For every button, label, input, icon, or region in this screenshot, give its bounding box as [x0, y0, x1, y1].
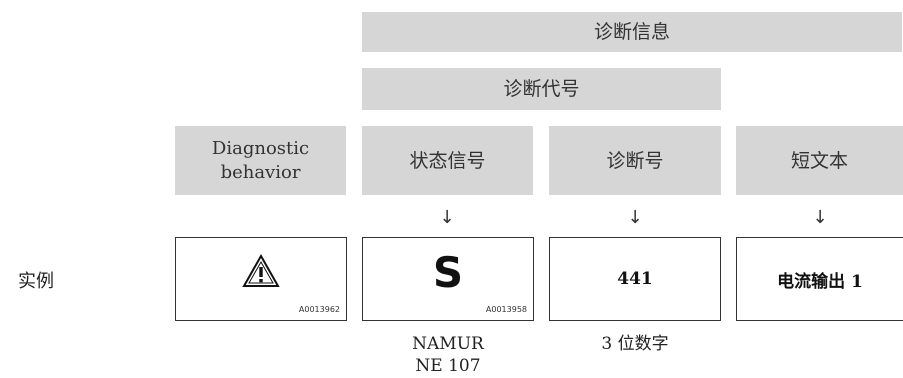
arrow-down-icon: ↓ — [812, 207, 828, 228]
header-diagnostic-info-label: 诊断信息 — [593, 21, 670, 43]
caption-status: NAMUR NE 107 — [362, 333, 534, 377]
example-behavior-box: A0013962 — [175, 237, 347, 321]
diagnostic-number-value: 441 — [617, 269, 653, 289]
header-status-signal-label: 状态信号 — [409, 149, 486, 172]
header-status-signal: 状态信号 — [362, 126, 533, 195]
header-short-text: 短文本 — [736, 126, 903, 195]
example-short-text-box: 电流输出 1 — [736, 237, 903, 321]
header-short-text-label: 短文本 — [790, 149, 848, 172]
header-diagnostic-behavior: Diagnostic behavior — [175, 126, 346, 195]
short-text-value: 电流输出 1 — [777, 271, 863, 292]
caption-number-text: 3 位数字 — [601, 334, 669, 354]
header-diagnostic-code-label: 诊断代号 — [503, 78, 580, 100]
header-diagnostic-info: 诊断信息 — [362, 12, 902, 52]
warning-triangle-icon — [242, 253, 280, 287]
header-diagnostic-number-label: 诊断号 — [606, 149, 664, 172]
status-figure-code: A0013958 — [485, 305, 527, 314]
example-status-box: S A0013958 — [362, 237, 534, 321]
arrow-down-icon: ↓ — [627, 207, 643, 228]
row-label-example: 实例 — [18, 271, 54, 292]
status-signal-letter: S — [432, 247, 464, 297]
behavior-figure-code: A0013962 — [298, 305, 340, 314]
header-diagnostic-number: 诊断号 — [549, 126, 721, 195]
caption-status-text: NAMUR NE 107 — [412, 334, 484, 376]
header-diagnostic-code: 诊断代号 — [362, 68, 721, 110]
example-number-box: 441 — [549, 237, 721, 321]
caption-number: 3 位数字 — [549, 333, 721, 355]
arrow-down-icon: ↓ — [439, 207, 455, 228]
header-diagnostic-behavior-label: Diagnostic behavior — [211, 137, 310, 183]
